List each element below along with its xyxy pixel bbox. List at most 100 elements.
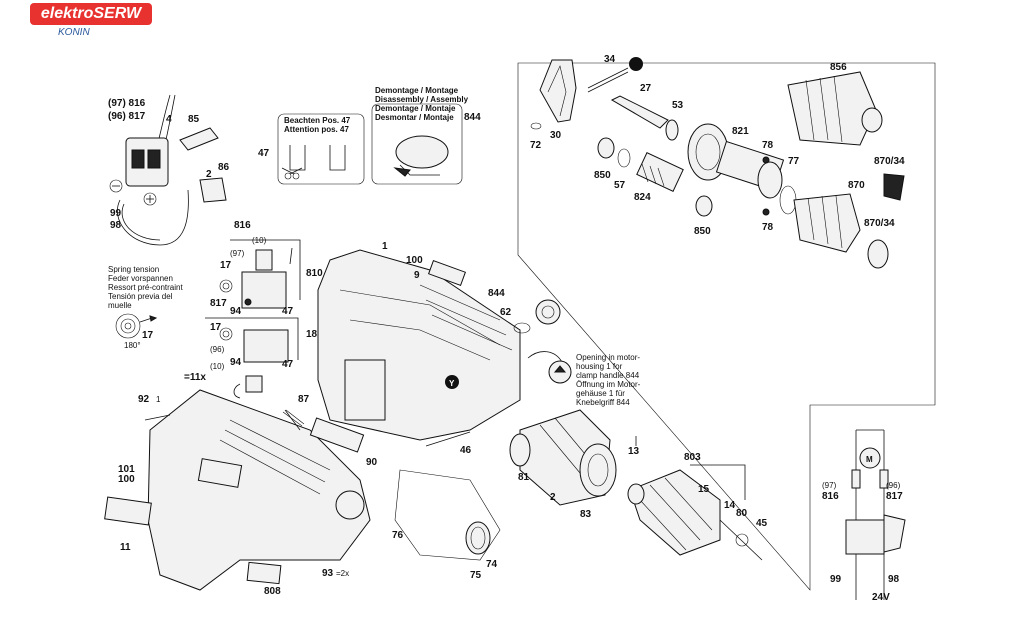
label-10-b: (10) [210,362,225,371]
label-96-mid: (96) [210,345,225,354]
gear-cluster [687,123,785,199]
note-demontage-1: Demontage / Montage [375,86,459,95]
label-98-wire: 98 [888,574,900,585]
label-17-b: 17 [210,322,222,333]
note-demontage-3: Demontage / Montaje [375,104,456,113]
svg-text:M: M [866,455,873,464]
label-870-34-b: 870/34 [864,218,895,229]
label-34: 34 [604,54,616,65]
label-2: 2 [206,169,212,180]
label-93: 93 [322,568,334,579]
pin [587,67,629,93]
label-53: 53 [672,100,684,111]
label-27: 27 [640,83,652,94]
plus-icon [143,192,157,206]
label-47-top: 47 [258,148,270,159]
label-97-816: (97) 816 [108,98,146,109]
label-1-housing: 1 [382,241,388,252]
label-808: 808 [264,586,281,597]
frame-boundary [517,62,936,591]
label-11: 11 [120,542,131,553]
label-72: 72 [530,140,542,151]
label-850-b: 850 [694,226,711,237]
note-opening-1: Opening in motor- [576,353,640,362]
label-810: 810 [306,268,323,279]
note-opening-5: gehäuse 1 für [576,389,625,398]
label-75: 75 [470,570,482,581]
striker [610,95,669,129]
label-99-wire: 99 [830,574,842,585]
label-816-wire: 816 [822,491,839,502]
label-824: 824 [634,192,651,203]
brush-holder-lower [219,327,289,399]
clamp-handle [513,299,561,334]
label-47-b: 47 [282,359,294,370]
label-101: 101 [118,464,135,475]
chuck-upper [787,71,883,146]
label-77: 77 [788,156,800,167]
label-98: 98 [110,220,122,231]
label-100-top: 100 [406,255,423,266]
label-4: 4 [166,114,172,125]
spring-angle: 180° [124,341,141,350]
minus-icon [109,179,123,193]
gear-housing [144,389,371,591]
label-81: 81 [518,472,530,483]
motor-icon: M [859,447,881,469]
label-844-top: 844 [464,112,481,123]
note-demontage-4: Desmontar / Montaje [375,113,454,122]
label-14: 14 [724,500,736,511]
wiring-diagram [845,429,906,600]
gasket [394,469,501,561]
label-78-b: 78 [762,222,774,233]
label-62: 62 [500,307,512,318]
brush-ring [579,443,617,497]
label-100-low: 100 [118,474,135,485]
label-15: 15 [698,484,710,495]
label-94-b: 94 [230,357,242,368]
note-opening-2: housing 1 for [576,362,623,371]
brand-logo: elektroSERW [30,3,152,25]
label-57: 57 [614,180,626,191]
label-1-gear: =11x [184,372,206,383]
label-94-a: 94 [230,306,242,317]
note-beachten-2: Attention pos. 47 [284,125,349,134]
note-opening-6: Knebelgriff 844 [576,398,630,407]
scissors-icon [281,167,303,180]
label-817-mid: 817 [210,298,227,309]
brush-holder-upper [219,247,293,309]
label-856: 856 [830,62,847,73]
label-96-wire: (96) [886,481,901,490]
note-spring-1: Spring tension [108,265,159,274]
label-46: 46 [460,445,472,456]
arrow-icon [527,351,572,384]
note-spring-4: Tensión previa del [108,292,173,301]
demontage-box [371,103,463,185]
label-850-a: 850 [594,170,611,181]
label-87: 87 [298,394,310,405]
label-2-motor: 2 [550,492,556,503]
label-97-wire: (97) [822,481,837,490]
label-870: 870 [848,180,865,191]
label-803: 803 [684,452,701,463]
note-spring-2: Feder vorspannen [108,274,173,283]
spring-coil-diagram [115,313,158,339]
switch-assembly [117,94,227,246]
y-marker-top [629,57,643,71]
note-demontage-2: Disassembly / Assembly [375,95,469,104]
motor-housing [317,249,521,441]
note-spring-5: muelle [108,301,132,310]
label-2x: =2x [336,569,349,578]
y-marker-text: Y [449,379,455,388]
label-47-a: 47 [282,306,294,317]
label-9: 9 [414,270,420,281]
label-80: 80 [736,508,748,519]
label-78-a: 78 [762,140,774,151]
note-beachten-1: Beachten Pos. 47 [284,116,351,125]
logo-city: KONIN [58,27,90,38]
note-spring-3: Ressort pré-contraint [108,283,183,292]
label-870-34-a: 870/34 [874,156,905,167]
seal-ring [465,521,491,555]
label-816-mid: 816 [234,220,251,231]
